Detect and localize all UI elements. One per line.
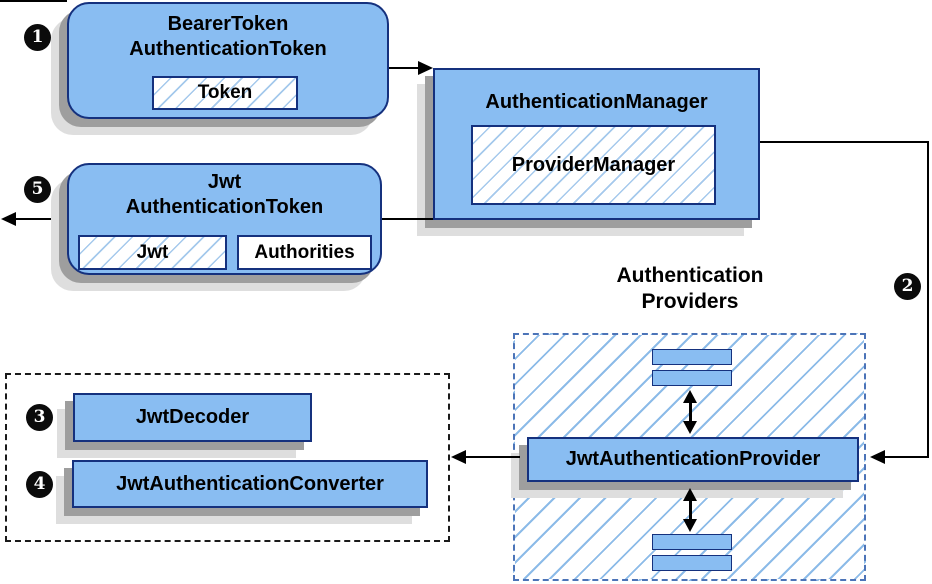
arrow-manager-to-provider-vertical-line: [927, 141, 929, 458]
authentication-providers-heading: Authentication Providers: [540, 263, 840, 315]
bearer-token-title-line2: AuthenticationToken: [129, 38, 327, 60]
double-arrow-top-icon: [680, 390, 700, 434]
providers-heading-line1: Authentication: [616, 264, 764, 287]
step-5-number: 5: [31, 179, 44, 199]
jwt-token-title-line1: Jwt: [207, 171, 242, 193]
authorities-chip: Authorities: [237, 235, 372, 270]
arrow-request-in-line: [0, 0, 67, 2]
jwt-chip: Jwt: [78, 235, 227, 270]
double-arrow-bottom-icon: [680, 488, 700, 532]
step-4-number: 4: [33, 474, 46, 494]
generic-provider-bar-3: [652, 534, 732, 550]
authentication-manager-title: AuthenticationManager: [485, 91, 708, 113]
arrow-token-out-line: [14, 218, 67, 220]
arrow-manager-to-provider-head-icon: [870, 450, 885, 464]
arrow-provider-to-decoder-line: [466, 456, 520, 458]
jwt-decoder-label: JwtDecoder: [135, 406, 250, 428]
jwt-authentication-converter-node: JwtAuthenticationConverter: [72, 460, 428, 508]
step-4-badge: 4: [26, 471, 53, 498]
jwt-decoder-node: JwtDecoder: [73, 393, 312, 442]
authentication-manager-node: AuthenticationManager ProviderManager: [433, 68, 760, 220]
arrow-manager-to-provider-top-line: [760, 141, 929, 143]
generic-provider-bar-1: [652, 349, 732, 365]
provider-manager-node: ProviderManager: [471, 125, 716, 205]
arrow-bearer-to-manager-head-icon: [418, 61, 433, 75]
jwt-authentication-token-node: Jwt AuthenticationToken Jwt Authorities: [67, 163, 382, 275]
step-5-badge: 5: [24, 176, 51, 203]
step-3-number: 3: [33, 407, 46, 427]
step-2-number: 2: [901, 276, 914, 296]
jwt-authentication-provider-label: JwtAuthenticationProvider: [565, 448, 821, 470]
step-3-badge: 3: [26, 404, 53, 431]
jwt-chip-label: Jwt: [136, 241, 169, 263]
bearer-token-authentication-token-node: BearerToken AuthenticationToken Token: [67, 2, 389, 119]
bearer-token-title-line1: BearerToken: [167, 13, 289, 35]
provider-manager-label: ProviderManager: [511, 153, 676, 176]
step-1-badge: 1: [24, 24, 51, 51]
providers-heading-line2: Providers: [641, 290, 739, 313]
connector-jwt-to-manager-line: [382, 218, 433, 220]
jwt-token-title-line2: AuthenticationToken: [125, 196, 324, 218]
arrow-bearer-to-manager-line: [389, 67, 420, 69]
generic-provider-bar-4: [652, 555, 732, 571]
authorities-chip-label: Authorities: [254, 241, 355, 263]
token-chip: Token: [152, 76, 298, 110]
arrow-token-out-head-icon: [1, 212, 16, 226]
jwt-authentication-converter-label: JwtAuthenticationConverter: [116, 472, 384, 495]
generic-provider-bar-2: [652, 370, 732, 386]
step-2-badge: 2: [894, 273, 921, 300]
arrow-manager-to-provider-bottom-line: [884, 456, 928, 458]
jwt-authentication-provider-node: JwtAuthenticationProvider: [527, 437, 859, 482]
token-chip-label: Token: [197, 82, 253, 103]
step-1-number: 1: [31, 27, 44, 47]
arrow-provider-to-decoder-head-icon: [451, 450, 466, 464]
